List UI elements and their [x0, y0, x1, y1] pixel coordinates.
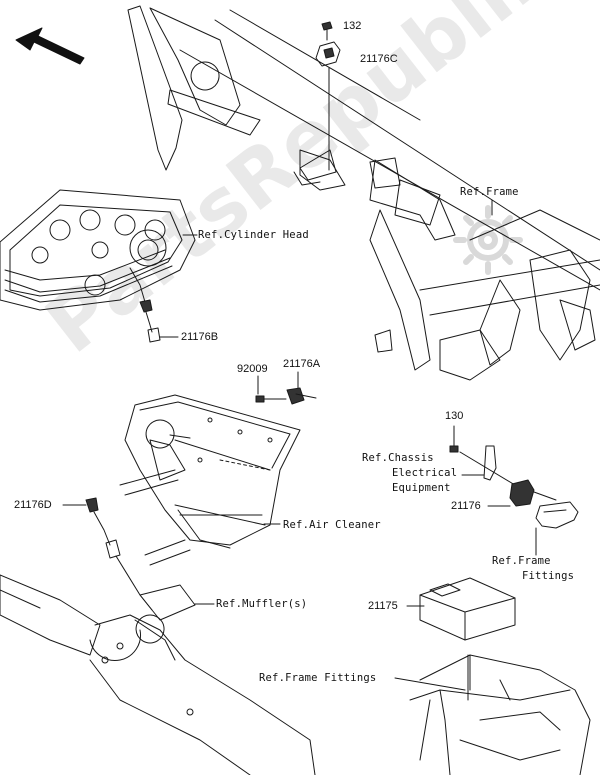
callout-21175: 21175 [368, 600, 398, 612]
sensor-21176A-drawing [286, 387, 317, 405]
screw-92009-drawing [255, 395, 287, 403]
sensor-21176B-drawing [139, 299, 161, 343]
muffler-drawing [0, 574, 316, 775]
ref-air-cleaner-label: Ref.Air Cleaner [283, 519, 381, 531]
frame-fittings-bracket-drawing [535, 501, 579, 556]
sensor-21176C-drawing [315, 41, 341, 67]
bolt-130-drawing [449, 425, 459, 453]
sensor-21176D-drawing [85, 497, 153, 611]
frame-drawing [127, 5, 600, 381]
callout-21176A: 21176A [283, 358, 321, 370]
ref-chassis-electrical-label: Electrical [392, 467, 458, 479]
callout-21176C: 21176C [360, 53, 398, 65]
callout-21176D: 21176D [14, 499, 52, 511]
ref-chassis-label: Ref.Chassis [362, 452, 434, 464]
callout-92009: 92009 [237, 363, 268, 375]
ref-muffler-label: Ref.Muffler(s) [216, 598, 308, 610]
ref-cylinder-head-label: Ref.Cylinder Head [198, 229, 309, 241]
ref-frame-fittings-label: Ref.Frame [492, 555, 551, 567]
ref-frame-fittings-bottom-label: Ref.Frame Fittings [259, 672, 377, 684]
ref-frame-fittings-label-2: Fittings [522, 570, 575, 582]
ecu-21175-drawing [419, 577, 516, 641]
front-arrow-icon [15, 27, 85, 65]
bracket-drawing [459, 445, 521, 489]
leader-frame-fittings-tray [394, 677, 466, 691]
callout-132: 132 [343, 20, 362, 32]
ref-frame-label: Ref.Frame [460, 186, 519, 198]
gear-watermark-icon [453, 205, 523, 275]
callout-130: 130 [445, 410, 464, 422]
bolt-132-drawing [321, 21, 333, 41]
cylinder-head-drawing [0, 189, 196, 311]
air-cleaner-drawing [119, 394, 301, 566]
callout-21176: 21176 [451, 500, 481, 512]
ref-chassis-equipment-label: Equipment [392, 482, 451, 494]
sensor-21176-drawing [509, 479, 557, 507]
callout-21176B: 21176B [181, 331, 219, 343]
tray-drawing [409, 654, 591, 775]
